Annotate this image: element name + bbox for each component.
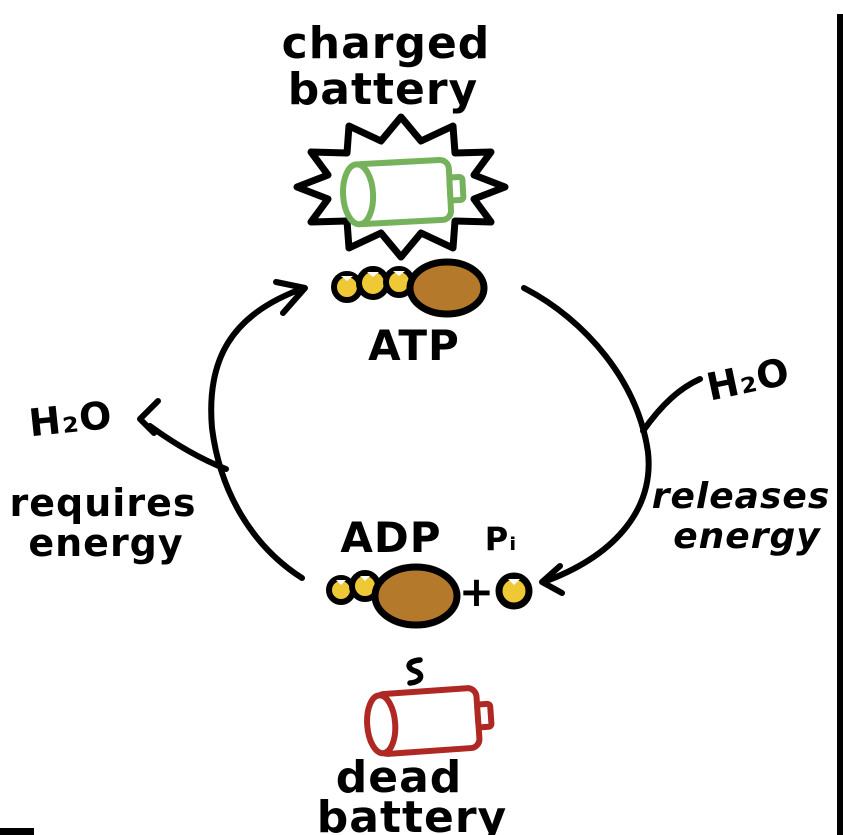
phosphate-highlight [393, 271, 405, 276]
dead-battery-terminal [474, 700, 495, 731]
cycle-arrow-left-head [273, 279, 308, 316]
releases-energy-line2: energy [673, 516, 821, 557]
energy-squiggle-icon [406, 657, 424, 686]
phosphate-highlight [367, 272, 379, 277]
adp-adenosine [371, 563, 461, 629]
cycle-arrow-left [208, 288, 305, 581]
water-left-label: H₂O [27, 393, 115, 446]
charged-battery-icon [339, 156, 467, 228]
phosphate-highlight [336, 580, 346, 585]
charged-battery-cap [339, 161, 377, 228]
phosphate-highlight [508, 579, 520, 585]
phosphate-highlight [360, 576, 370, 581]
atp-label: ATP [368, 321, 460, 370]
water-arrow-left-head [137, 398, 161, 436]
releases-energy-line1: releases [652, 476, 831, 517]
adp-label: ADP [340, 513, 441, 562]
screen-edge-bottom-left [0, 828, 34, 835]
requires-energy-line1: requires [10, 481, 197, 525]
requires-energy-line2: energy [28, 521, 183, 565]
phosphate-highlight [341, 276, 353, 281]
pi-phosphate [495, 572, 533, 610]
water-line-right [640, 376, 703, 434]
water-arrow-left [147, 423, 229, 472]
screen-edge-right [837, 14, 843, 835]
cycle-arrow-right [521, 285, 652, 583]
dead-battery-label-line2: battery [317, 792, 507, 835]
dead-battery-label-line1: dead [336, 752, 463, 803]
charged-battery-terminal [446, 173, 467, 204]
cycle-arrow-right-head [539, 563, 565, 596]
adp-molecule [326, 563, 533, 629]
atp-adenosine [406, 258, 488, 318]
dead-battery-cap [364, 692, 399, 757]
atp-molecule [331, 258, 488, 318]
charged-battery-label-line1: charged [282, 18, 491, 69]
plus-sign: + [459, 567, 495, 616]
charged-battery-label-line2: battery [288, 64, 478, 115]
pi-label: Pᵢ [485, 520, 517, 558]
dead-battery-icon [364, 685, 495, 757]
